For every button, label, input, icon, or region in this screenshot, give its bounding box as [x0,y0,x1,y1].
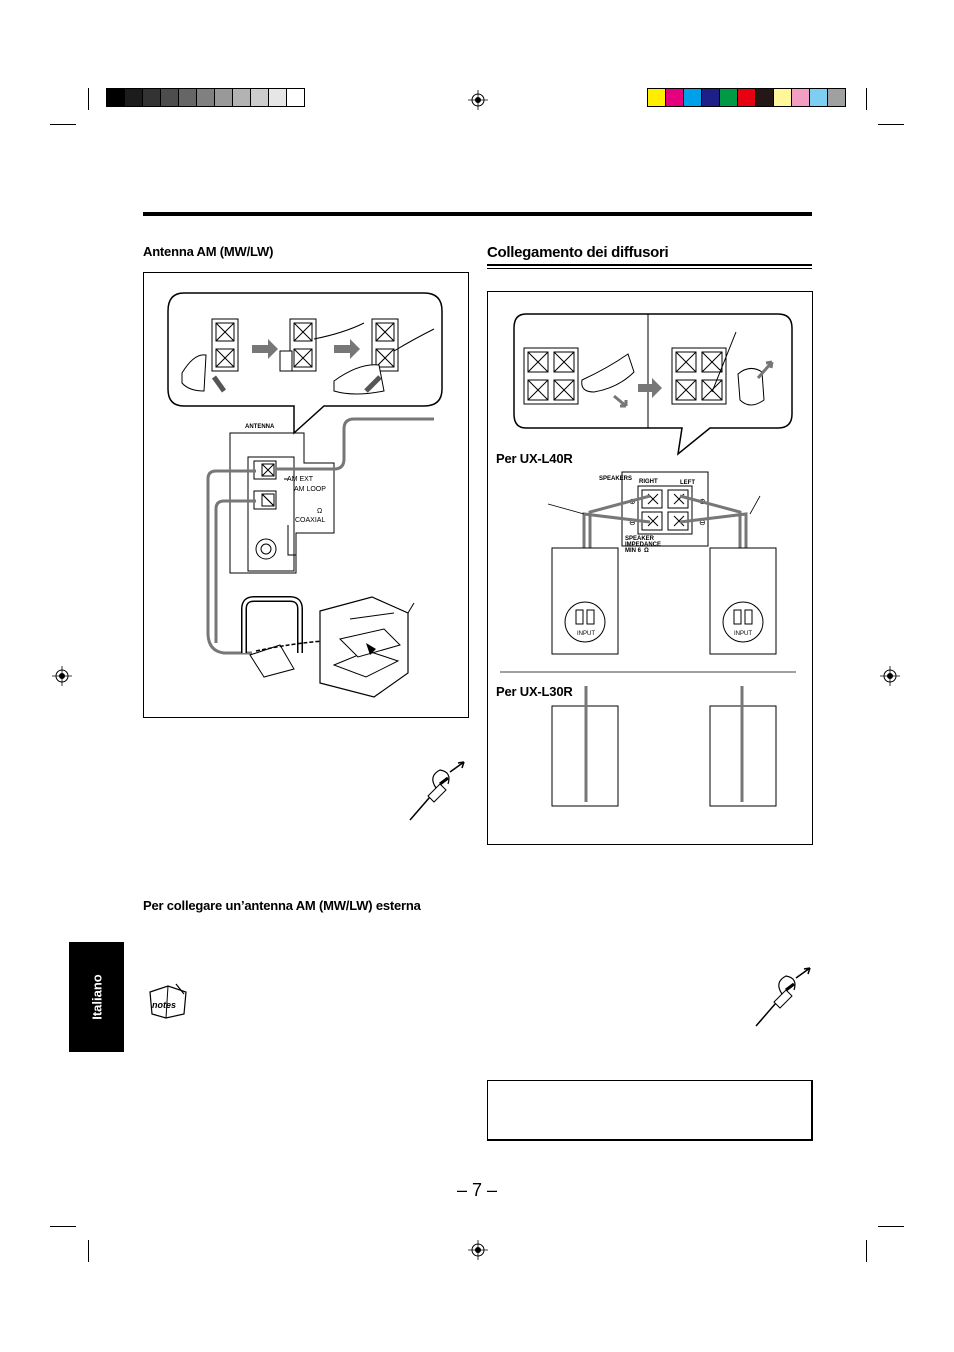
color-swatch [702,89,720,106]
antenna-label: ANTENNA [245,424,275,430]
cable-twist-icon [755,967,811,1027]
notes-icon-label: notes [152,1000,177,1010]
color-swatch [666,89,684,106]
impedance-label-3: MIN 6 [625,548,642,554]
language-side-tab: Italiano [69,942,124,1052]
model-b-label: Per UX-L30R [496,684,573,699]
top-rule [143,212,812,216]
gray-swatch [233,89,251,106]
gray-swatch [161,89,179,106]
left-label: LEFT [680,480,695,486]
page-number: – 7 – [457,1180,498,1200]
grayscale-calibration-bar [106,88,305,107]
gray-swatch [251,89,269,106]
svg-text:⊖: ⊖ [699,518,706,527]
notes-icon [149,983,187,1019]
color-swatch [720,89,738,106]
cable-twist-icon [409,761,465,821]
gray-swatch [143,89,161,106]
color-swatch [684,89,702,106]
registration-target-icon [468,1240,488,1260]
right-label: RIGHT [639,479,658,485]
impedance-ohm-label: Ω [644,548,649,554]
color-swatch [756,89,774,106]
gray-swatch [215,89,233,106]
coaxial-label: COAXIAL [295,517,326,524]
gray-swatch [107,89,125,106]
registration-target-icon [52,666,72,686]
gray-swatch [179,89,197,106]
impedance-label-1: SPEAKER [625,536,655,542]
registration-target-icon [468,90,488,110]
speaker-diagram: ⊕ ⊖ ⊕ ⊖ [500,313,796,807]
am-loop-label: AM LOOP [294,486,326,493]
info-box [487,1080,813,1141]
color-swatch [828,89,845,106]
model-a-label: Per UX-L40R [496,451,573,466]
gray-swatch [287,89,304,106]
color-swatch [648,89,666,106]
antenna-heading: Antenna AM (MW/LW) [143,244,274,259]
input-label-left: INPUT [577,631,595,637]
impedance-label-2: IMPEDANCE [625,542,662,548]
ohm-label: Ω [317,508,323,515]
color-swatch [792,89,810,106]
input-label-right: INPUT [734,631,752,637]
color-swatch [810,89,828,106]
am-ext-label: AM EXT [287,476,314,483]
speakers-label: SPEAKERS [599,476,633,482]
registration-target-icon [880,666,900,686]
gray-swatch [197,89,215,106]
color-swatch [738,89,756,106]
speaker-figure: ⊕ ⊖ ⊕ ⊖ [487,291,813,845]
speaker-title-rule [487,264,812,266]
antenna-diagram [167,292,443,698]
speaker-section-title: Collegamento dei diffusori [487,244,669,261]
speaker-title-rule-thin [487,268,812,269]
antenna-figure [143,272,469,718]
color-calibration-bar [647,88,846,107]
color-swatch [774,89,792,106]
external-antenna-heading: Per collegare un’antenna AM (MW/LW) este… [143,898,421,913]
gray-swatch [269,89,287,106]
gray-swatch [125,89,143,106]
svg-text:⊖: ⊖ [629,518,636,527]
language-side-tab-label: Italiano [89,974,104,1020]
